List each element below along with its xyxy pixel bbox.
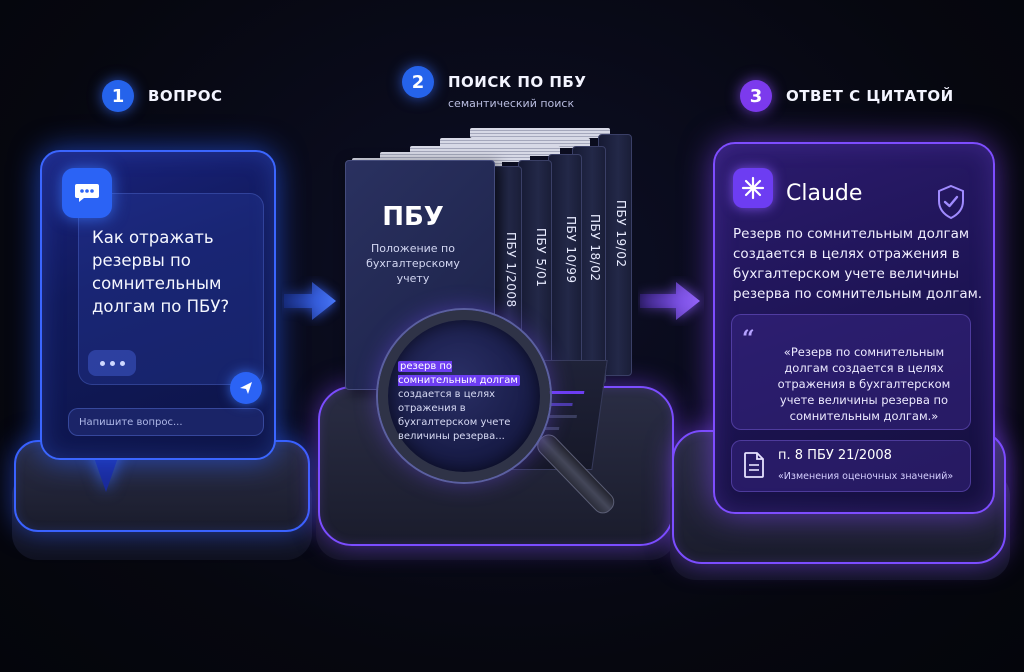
citation-source: «Изменения оценочных значений» — [778, 471, 954, 482]
typing-indicator — [88, 350, 136, 376]
book-pages — [440, 138, 590, 148]
question-text: Как отражать резервы по сомнительным дол… — [92, 228, 230, 316]
arrow-2-to-3 — [640, 282, 700, 320]
typing-dot — [99, 360, 105, 366]
step-3-header: 3 ОТВЕТ С ЦИТАТОЙ — [740, 80, 954, 112]
quote-box — [731, 314, 971, 430]
book-pages — [470, 128, 610, 138]
step-3-title: ОТВЕТ С ЦИТАТОЙ — [786, 87, 954, 105]
book-pages — [380, 152, 530, 162]
search-highlight: резерв по сомнительным долгам — [398, 361, 520, 386]
send-icon — [240, 382, 252, 394]
typing-dot — [109, 360, 115, 366]
book-pages — [410, 146, 560, 156]
magnifier-lens — [378, 310, 550, 482]
step-2-title: ПОИСК ПО ПБУ — [448, 73, 587, 91]
quote-mark-icon: “ — [742, 326, 755, 352]
claude-logo-icon — [733, 168, 773, 208]
front-book-subtitle: Положение по бухгалтерскому учету — [366, 242, 460, 285]
front-book-title: ПБУ — [382, 202, 444, 232]
spine-label-19-02: ПБУ 19/02 — [614, 200, 628, 268]
quote-text: «Резерв по сомнительным долгам создается… — [777, 345, 951, 423]
step-1-title: ВОПРОС — [148, 87, 223, 105]
step-1-number: 1 — [102, 80, 134, 112]
step-2-number: 2 — [402, 66, 434, 98]
shield-check-icon — [938, 184, 964, 220]
document-icon — [744, 452, 764, 478]
question-bubble — [78, 193, 264, 385]
citation-box[interactable] — [731, 440, 971, 492]
assistant-name: Claude — [786, 181, 863, 206]
step-2-subtitle: семантический поиск — [448, 97, 575, 110]
step-2-header: 2 ПОИСК ПО ПБУ семантический поиск — [402, 66, 586, 110]
spine-label-18-02: ПБУ 18/02 — [588, 214, 602, 282]
answer-text: Резерв по сомнительным долгам создается … — [733, 226, 983, 302]
message-input[interactable]: Напишите вопрос... — [68, 408, 264, 436]
spine-label-1-2008: ПБУ 1/2008 — [504, 232, 518, 308]
step-1-header: 1 ВОПРОС — [102, 80, 223, 112]
citation-reference: п. 8 ПБУ 21/2008 — [778, 448, 892, 463]
chat-icon — [62, 168, 112, 218]
magnified-text: резерв по сомнительным долгам создается … — [398, 360, 533, 444]
magnified-rest: создается в целях отражения в бухгалтерс… — [398, 389, 511, 442]
step-3-number: 3 — [740, 80, 772, 112]
send-button[interactable] — [230, 372, 262, 404]
spine-label-5-01: ПБУ 5/01 — [534, 228, 548, 288]
typing-dot — [119, 360, 125, 366]
arrow-1-to-2 — [284, 282, 336, 320]
book-10-99 — [548, 154, 582, 388]
spine-label-10-99: ПБУ 10/99 — [564, 216, 578, 284]
